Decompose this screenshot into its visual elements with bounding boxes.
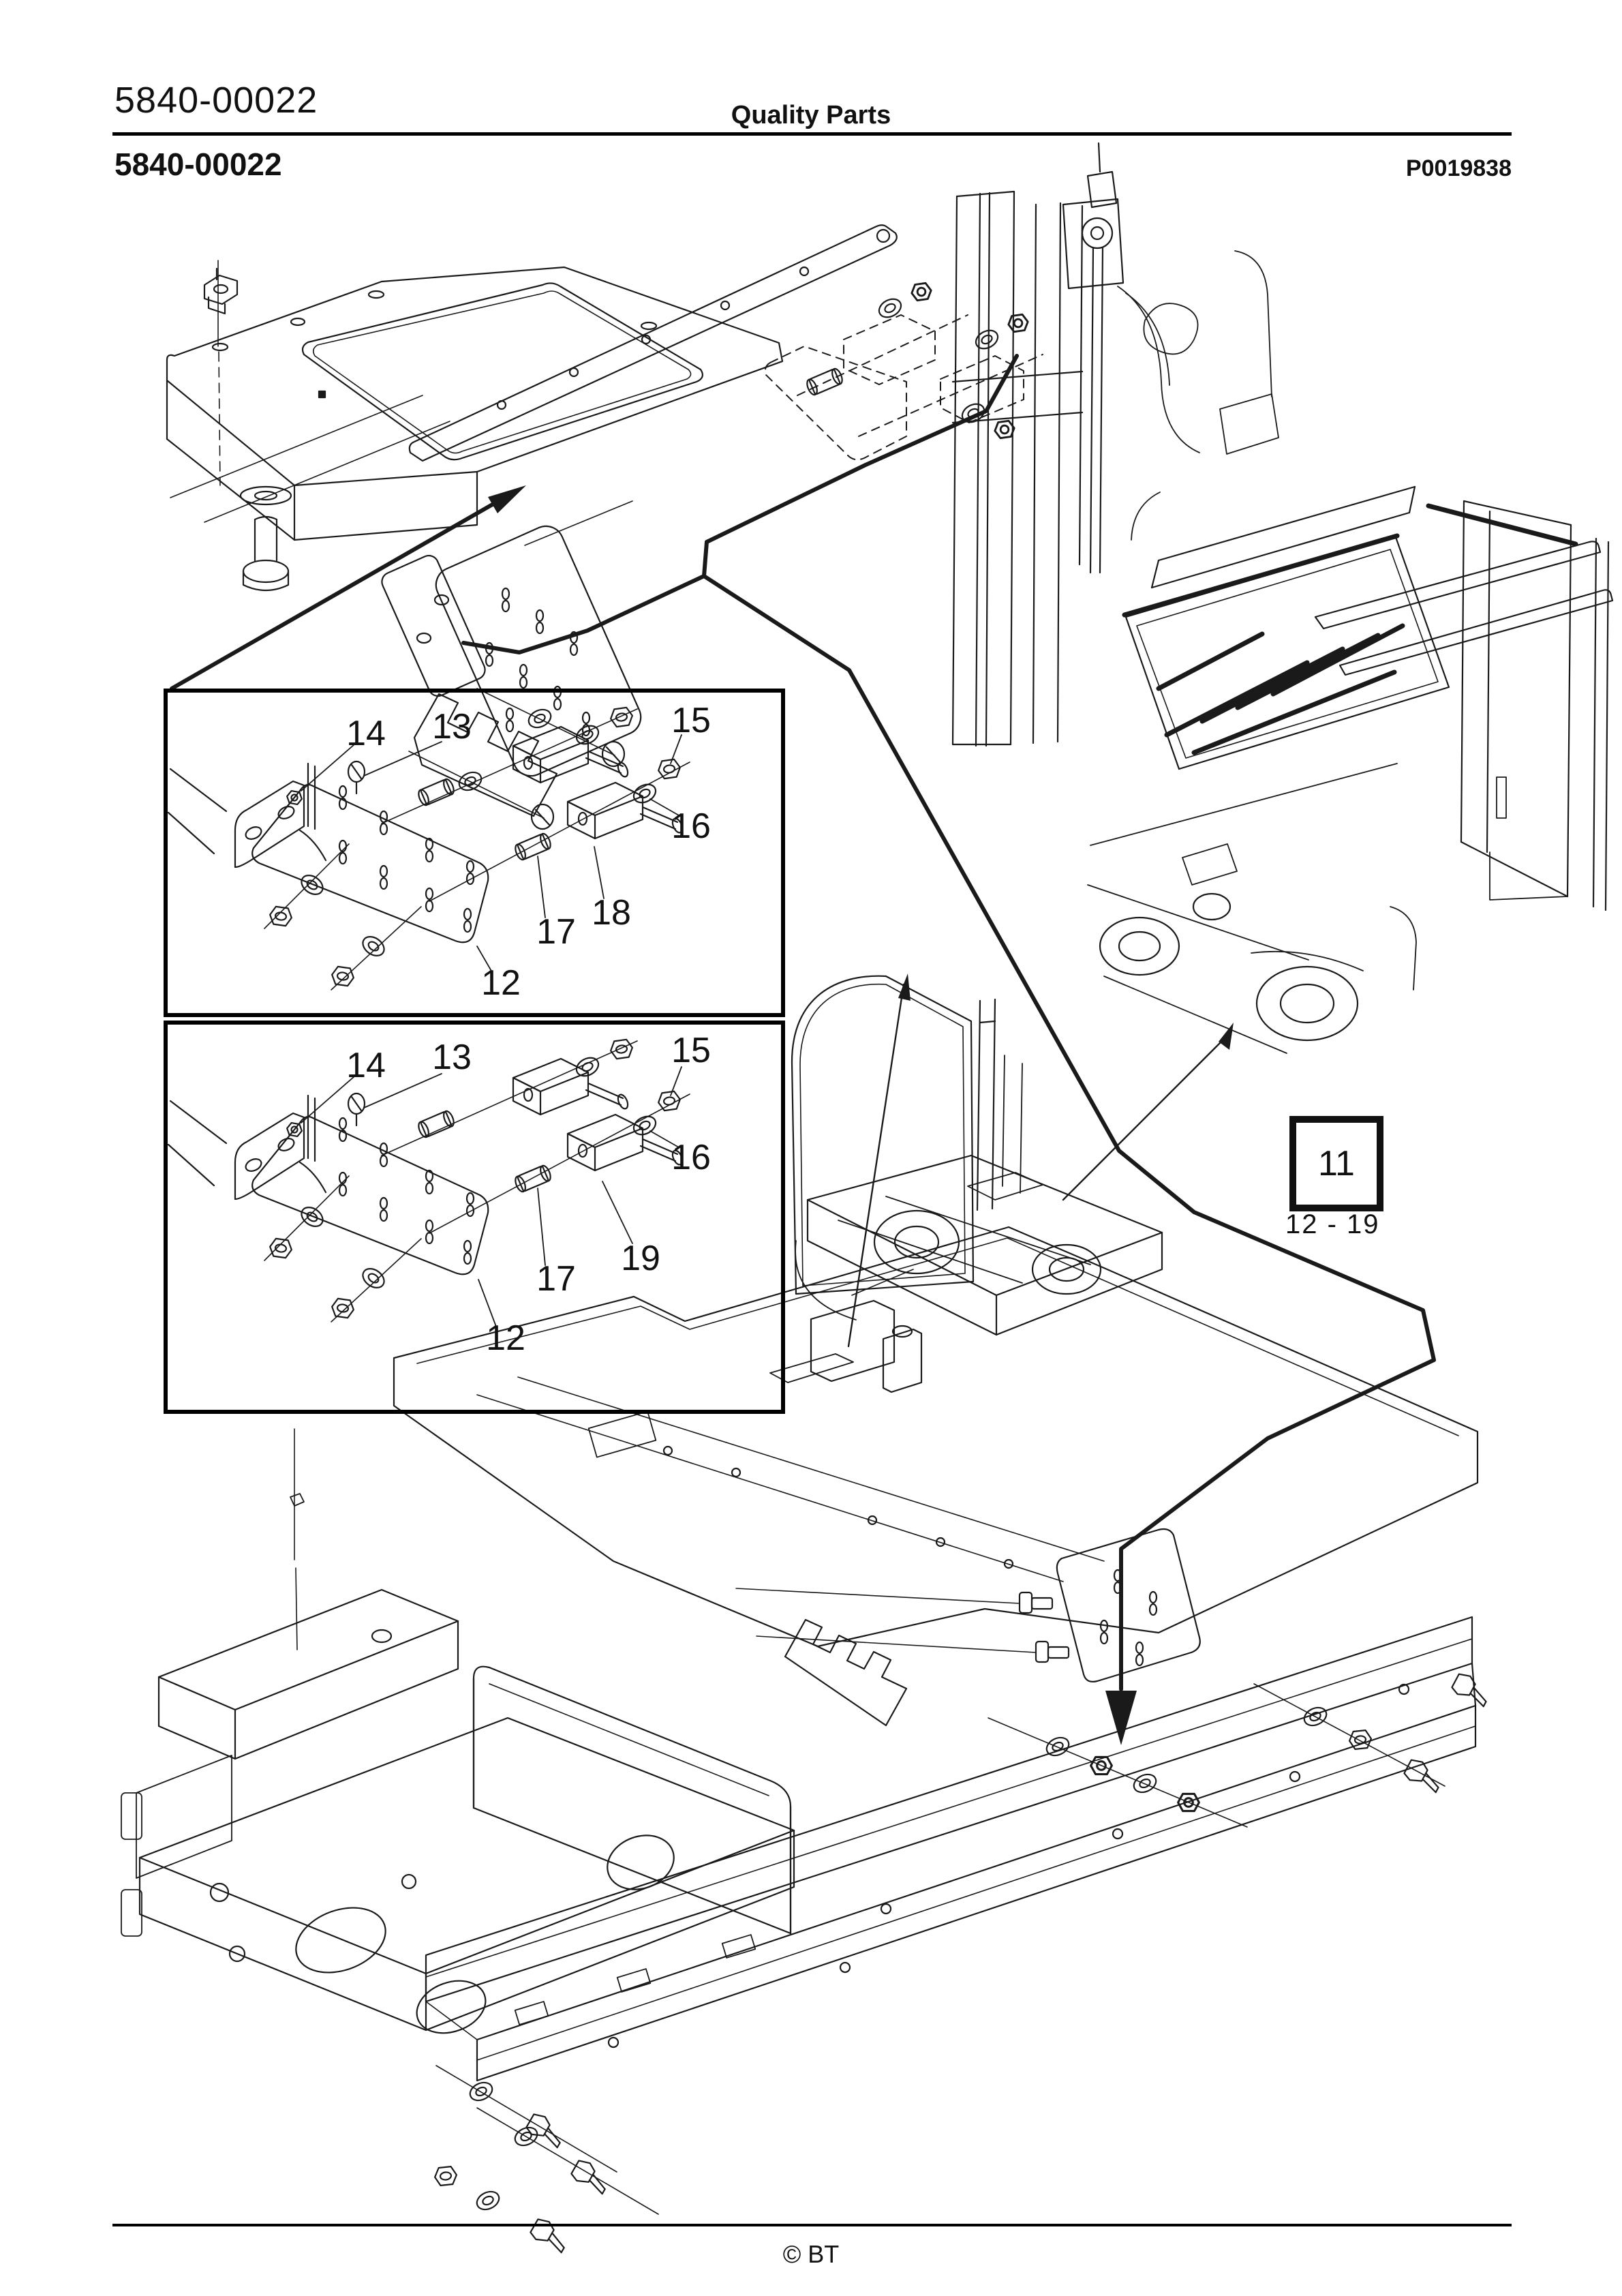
fastener-cluster-mid <box>988 1717 1248 1828</box>
footer-copyright: © BT <box>782 2240 840 2268</box>
arrowhead-to-bracket <box>488 485 526 513</box>
figure-item-range: 12 - 19 <box>1285 1209 1380 1239</box>
leader-lines-thin <box>847 973 1234 1348</box>
callout-17: 17 <box>536 1259 576 1299</box>
callout-13: 13 <box>432 707 472 746</box>
mounting-plate-part <box>166 266 784 541</box>
cage-nut-part <box>203 267 239 315</box>
washer-part <box>239 485 292 506</box>
phantom-hardware <box>804 281 1030 440</box>
toothed-clamp-part-2 <box>784 1618 908 1727</box>
detail-box-items-12-18 <box>164 689 785 1017</box>
plate-code: P0019838 <box>1405 155 1512 181</box>
figure-reference-box: 11 <box>1289 1116 1383 1211</box>
arrowhead-to-truck-2 <box>1219 1023 1234 1050</box>
callout-14: 14 <box>346 714 386 753</box>
header-doc-number: 5840-00022 <box>114 80 318 121</box>
mount-bracket-assembly <box>769 1269 923 1393</box>
long-strip-part <box>408 224 898 462</box>
phantom-parts-dashed <box>764 314 1043 461</box>
callout-15: 15 <box>671 701 711 740</box>
forklift-overview-drawing <box>951 142 1614 1054</box>
battery-box <box>472 1665 792 1935</box>
counterweight-slab <box>121 1717 795 2034</box>
callout-16: 16 <box>671 1138 711 1177</box>
callout-13: 13 <box>432 1038 472 1077</box>
page-doc-number-bold: 5840-00022 <box>114 147 282 182</box>
callout-17: 17 <box>536 912 576 952</box>
callout-12: 12 <box>481 963 521 1003</box>
fastener-cluster-right <box>1253 1670 1494 1795</box>
callout-15: 15 <box>671 1031 711 1070</box>
callout-12: 12 <box>486 1318 525 1358</box>
arrowhead-to-truck-1 <box>898 973 911 1001</box>
header-rule <box>112 132 1512 136</box>
callout-19: 19 <box>621 1239 660 1278</box>
bolt-part <box>242 515 290 592</box>
callout-14: 14 <box>346 1046 386 1085</box>
callout-16: 16 <box>671 806 711 846</box>
footer-rule <box>112 2224 1512 2226</box>
forklift-chassis-overview-drawing <box>791 975 1163 1336</box>
callout-18: 18 <box>592 893 631 933</box>
horizontal-bolt <box>1018 1591 1070 1663</box>
detail-box-items-12-19 <box>164 1021 785 1414</box>
figure-number: 11 <box>1318 1144 1355 1183</box>
header-section-title: Quality Parts <box>731 101 891 130</box>
front-rail <box>425 1616 1477 2082</box>
arrowhead-to-chassis <box>1105 1691 1137 1745</box>
